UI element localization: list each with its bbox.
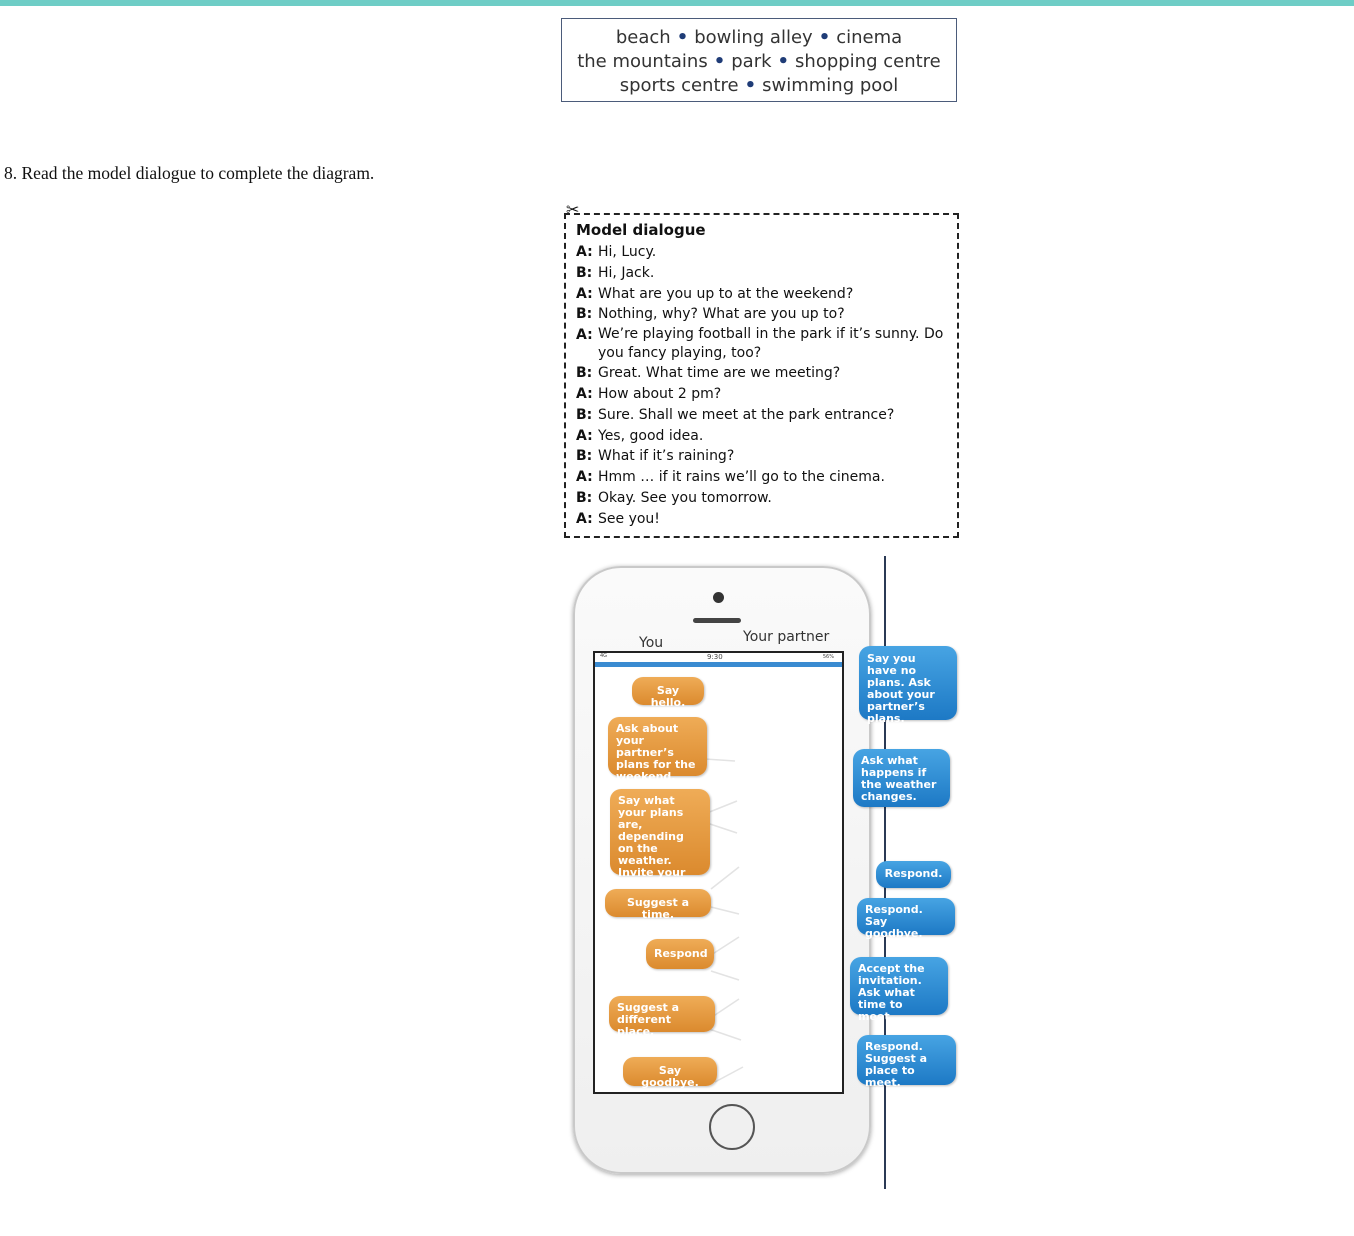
word: the mountains (577, 51, 708, 72)
you-bubble: Respond (646, 939, 714, 969)
word: beach (615, 27, 671, 48)
word-line-3: sports centre•swimming pool (562, 74, 956, 98)
you-bubble: Say hello. (632, 677, 704, 709)
column-heading-partner: Your partner (743, 629, 830, 645)
dialogue-text: What are you up to at the weekend? (598, 285, 854, 302)
speaker-label: B: (576, 264, 593, 281)
you-bubble: Say what your plans are, depending on th… (610, 789, 710, 891)
speaker-label: A: (576, 510, 593, 527)
dialogue-text: Sure. Shall we meet at the park entrance… (598, 406, 895, 423)
bullet-icon: • (818, 27, 831, 48)
signal-icon: 4G (600, 653, 608, 659)
you-bubble: Ask about your partner’s plans for the w… (608, 717, 707, 783)
dialogue-line: B: Great. What time are we meeting? (576, 363, 957, 384)
speaker-label: B: (576, 365, 593, 382)
status-time: 9:30 (707, 653, 723, 661)
dialogue-text: We’re playing football in the park if it… (598, 326, 944, 362)
speaker-label: A: (576, 285, 593, 302)
model-dialogue-box: Model dialogue A: Hi, Lucy. B: Hi, Jack. A… (564, 213, 959, 538)
bullet-icon: • (744, 75, 757, 96)
dialogue-line: A: See you! (576, 509, 957, 530)
camera-icon (713, 592, 724, 603)
dialogue-text: Yes, good idea. (598, 427, 704, 444)
speaker-label: B: (576, 448, 593, 465)
dialogue-line: A: We’re playing football in the park if … (576, 325, 957, 363)
home-button-icon (709, 1104, 755, 1150)
dialogue-line: B: Sure. Shall we meet at the park entran… (576, 405, 957, 426)
dialogue-text: How about 2 pm? (598, 385, 722, 402)
bullet-icon: • (713, 51, 726, 72)
status-strip (595, 662, 842, 667)
word: sports centre (619, 75, 739, 96)
you-bubble: Suggest a time. (605, 889, 711, 921)
speaker-label: A: (576, 427, 593, 444)
dialogue-text: Nothing, why? What are you up to? (598, 306, 845, 323)
speaker-label: B: (576, 489, 593, 506)
dialogue-text: Hi, Jack. (598, 264, 655, 281)
top-accent-bar (0, 0, 1354, 6)
column-heading-you: You (639, 635, 664, 651)
word: shopping centre (795, 51, 941, 72)
battery-icon: 56% (822, 654, 834, 660)
partner-bubble: Respond. Say goodbye. (857, 898, 955, 940)
dialogue-text: Great. What time are we meeting? (598, 365, 841, 382)
partner-bubble: Ask what happens if the weather changes. (853, 749, 950, 807)
partner-bubble: Respond. Suggest a place to meet. (857, 1035, 956, 1089)
dialogue-line: A: What are you up to at the weekend? (576, 284, 957, 305)
dialogue-text: Okay. See you tomorrow. (598, 489, 772, 506)
you-bubble: Say goodbye. (623, 1057, 717, 1089)
partner-bubble: Say you have no plans. Ask about your pa… (859, 646, 957, 725)
dialogue-line: B: Hi, Jack. (576, 263, 957, 284)
speaker-label: B: (576, 306, 593, 323)
partner-bubble: Respond. (876, 861, 951, 888)
dialogue-line: B: Okay. See you tomorrow. (576, 488, 957, 509)
dialogue-line: A: Hi, Lucy. (576, 242, 957, 263)
word-line-1: beach•bowling alley•cinema (562, 26, 956, 50)
speaker-icon (693, 618, 741, 623)
status-bar: 4G 9:30 56% (595, 653, 842, 662)
dialogue-line: A: Hmm … if it rains we’ll go to the cine… (576, 467, 957, 488)
bullet-icon: • (777, 51, 790, 72)
dialogue-text: What if it’s raining? (598, 448, 735, 465)
bullet-icon: • (676, 27, 689, 48)
dialogue-line: B: What if it’s raining? (576, 446, 957, 467)
dialogue-line: A: How about 2 pm? (576, 384, 957, 405)
speaker-label: A: (576, 244, 593, 260)
dialogue-line: A: Yes, good idea. (576, 426, 957, 447)
word: cinema (836, 27, 903, 48)
word: bowling alley (694, 27, 813, 48)
dialogue-text: See you! (598, 510, 660, 527)
word-box: beach•bowling alley•cinema the mountains… (561, 18, 957, 102)
word-line-2: the mountains•park•shopping centre (562, 50, 956, 74)
dialogue-line: B: Nothing, why? What are you up to? (576, 304, 957, 325)
word: swimming pool (762, 75, 899, 96)
word: park (731, 51, 772, 72)
you-bubble: Suggest a different place. (609, 996, 715, 1038)
question-text: 8. Read the model dialogue to complete t… (4, 163, 375, 183)
dialogue-text: Hmm … if it rains we’ll go to the cinema… (598, 469, 885, 486)
speaker-label: A: (576, 385, 593, 402)
dialogue-title: Model dialogue (576, 221, 706, 239)
speaker-label: A: (576, 327, 593, 344)
speaker-label: B: (576, 406, 593, 423)
dialogue-text: Hi, Lucy. (598, 244, 657, 260)
speaker-label: A: (576, 469, 593, 486)
partner-bubble: Accept the invitation. Ask what time to … (850, 957, 948, 1023)
